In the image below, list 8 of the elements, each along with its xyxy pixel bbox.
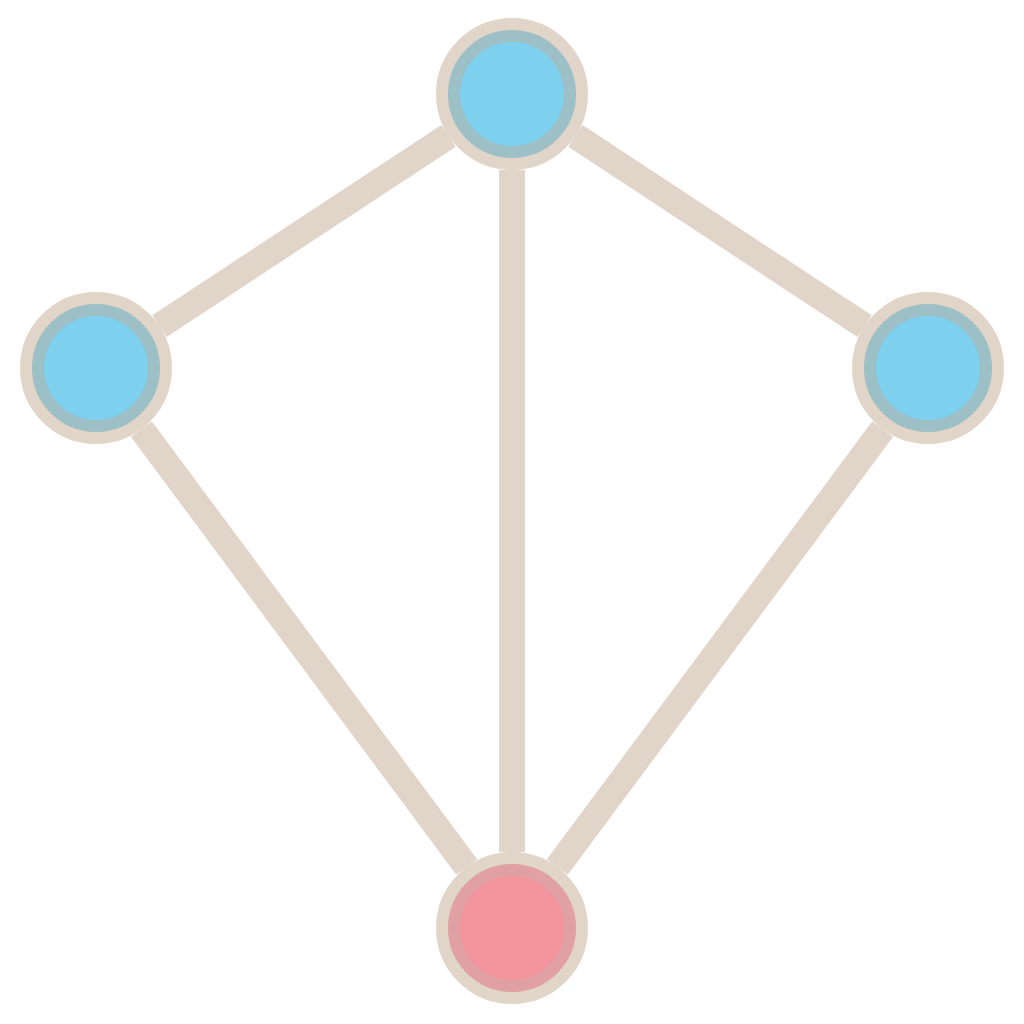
circle-node [436,18,588,170]
connector-line [152,124,456,338]
connector-line [130,421,478,875]
circle-node [20,292,172,444]
circle-node [436,852,588,1004]
circle-node [852,292,1004,444]
connector-line [546,421,894,875]
connector-line [568,124,872,338]
